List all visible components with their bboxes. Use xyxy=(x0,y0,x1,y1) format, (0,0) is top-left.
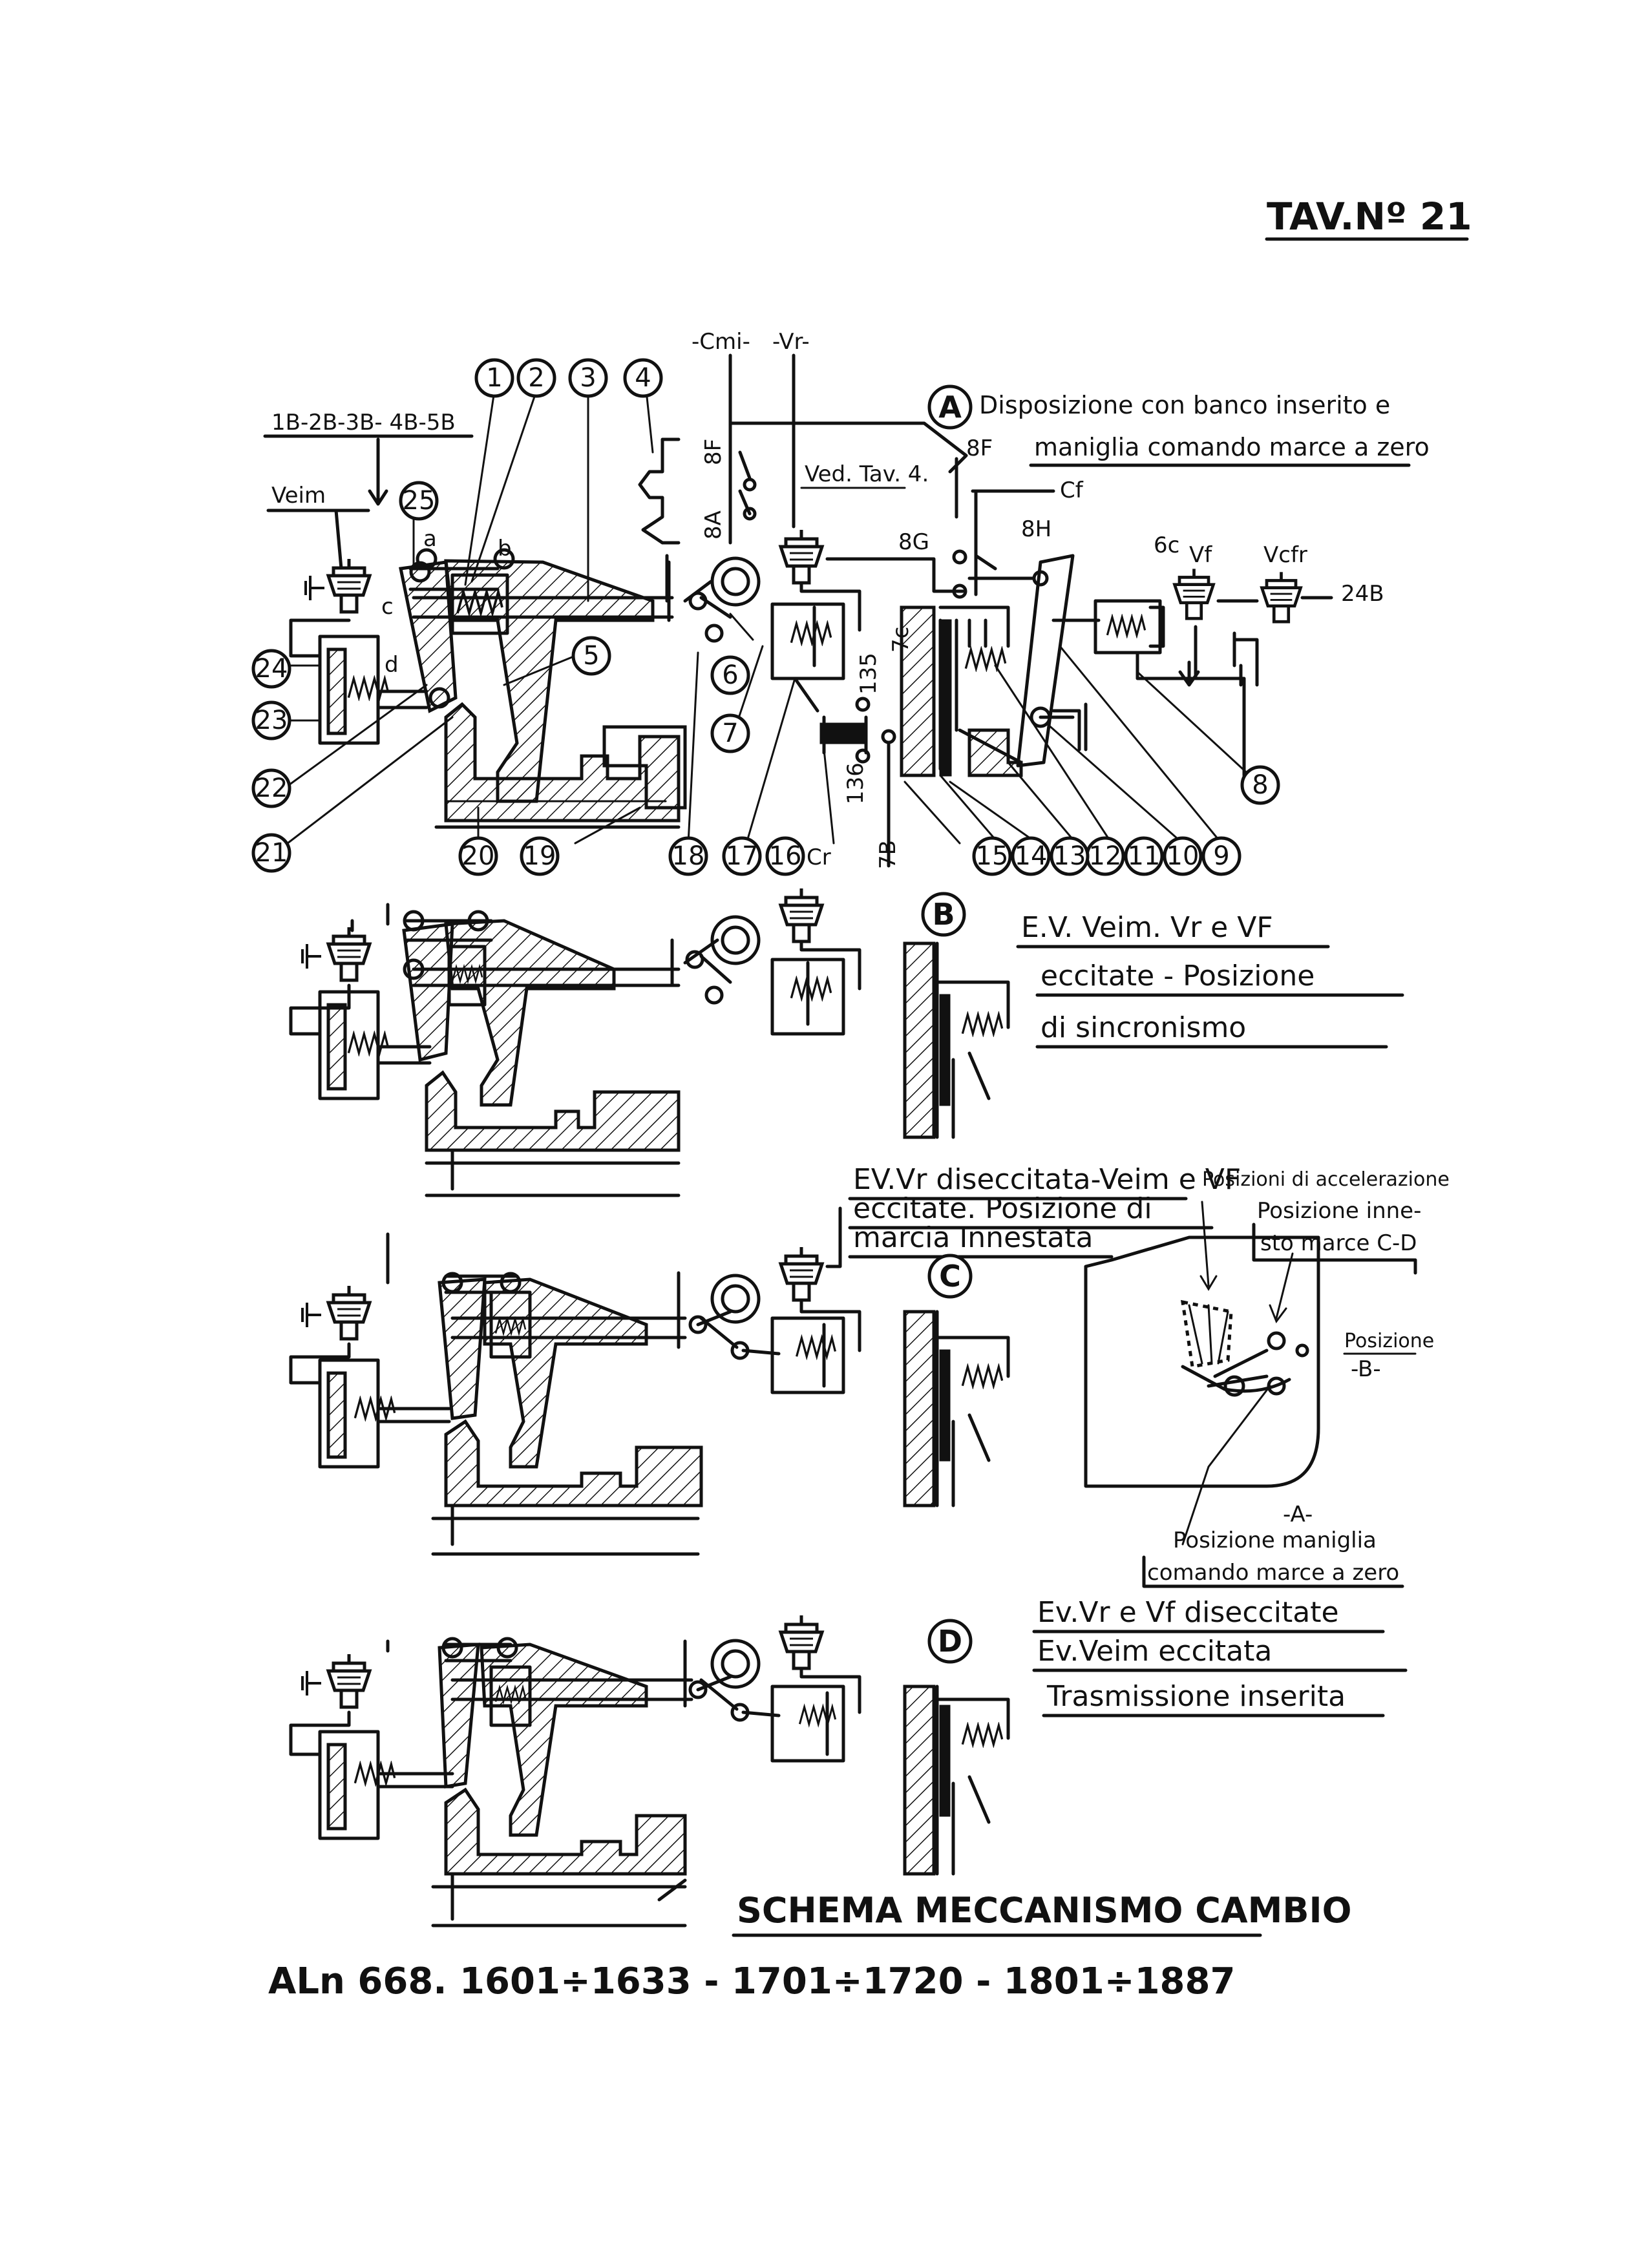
svg-text:8F: 8F xyxy=(966,436,993,461)
plate-number: TAV.Nº 21 xyxy=(1265,194,1472,241)
svg-text:21: 21 xyxy=(255,838,288,868)
svg-text:marcia Innestata: marcia Innestata xyxy=(853,1221,1093,1254)
svg-text:-Cmi-: -Cmi- xyxy=(692,329,750,355)
svg-text:2: 2 xyxy=(528,363,544,393)
svg-text:23: 23 xyxy=(255,706,288,735)
svg-text:Posizione inne-: Posizione inne- xyxy=(1257,1198,1421,1224)
svg-text:17: 17 xyxy=(726,841,759,871)
svg-text:7: 7 xyxy=(722,719,738,748)
svg-text:6: 6 xyxy=(722,660,738,690)
svg-text:c: c xyxy=(381,594,394,620)
svg-text:TAV.Nº 21: TAV.Nº 21 xyxy=(1267,194,1472,238)
svg-text:24: 24 xyxy=(255,654,288,684)
svg-text:3: 3 xyxy=(580,363,596,393)
svg-text:A: A xyxy=(938,390,962,425)
svg-text:5: 5 xyxy=(583,641,599,671)
svg-text:8F: 8F xyxy=(701,439,726,465)
svg-text:12: 12 xyxy=(1089,841,1122,871)
svg-text:D: D xyxy=(938,1624,962,1659)
view-d-mechanism xyxy=(289,1615,1010,1927)
svg-text:1: 1 xyxy=(486,363,502,393)
view-a-caption: A Disposizione con banco inserito e mani… xyxy=(927,384,1430,467)
svg-text:9: 9 xyxy=(1213,841,1229,871)
svg-text:Ev.Vr e Vf diseccitate: Ev.Vr e Vf diseccitate xyxy=(1037,1596,1339,1629)
model-line: ALn 668. 1601÷1633 - 1701÷1720 - 1801÷18… xyxy=(268,1960,1235,2002)
svg-text:eccitate. Posizione di: eccitate. Posizione di xyxy=(853,1192,1152,1225)
svg-text:8H: 8H xyxy=(1021,516,1051,542)
svg-text:Veim: Veim xyxy=(271,483,326,509)
svg-text:b: b xyxy=(498,536,512,562)
svg-text:136: 136 xyxy=(843,762,869,804)
svg-text:10: 10 xyxy=(1167,841,1199,871)
part-callouts: 1 2 3 4 5 6 7 8 9 10 11 12 13 14 15 16 1… xyxy=(251,358,1280,876)
svg-text:135: 135 xyxy=(856,653,882,695)
svg-text:SCHEMA MECCANISMO CAMBIO: SCHEMA MECCANISMO CAMBIO xyxy=(737,1890,1352,1931)
view-b-caption: B E.V. Veim. Vr e VF eccitate - Posizion… xyxy=(921,892,1404,1049)
gear-lever-detail: Posizioni di accelerazione Posizione inn… xyxy=(1084,1168,1450,1588)
svg-text:14: 14 xyxy=(1015,841,1048,871)
drawing-title: SCHEMA MECCANISMO CAMBIO xyxy=(732,1890,1352,1937)
svg-text:18: 18 xyxy=(672,841,705,871)
svg-text:Vcfr: Vcfr xyxy=(1263,542,1307,568)
svg-text:Cr: Cr xyxy=(807,845,831,870)
svg-text:di sincronismo: di sincronismo xyxy=(1041,1011,1246,1044)
view-c-caption: EV.Vr diseccitata-Veim e VF eccitate. Po… xyxy=(848,1163,1241,1299)
svg-text:Disposizione con banco inserit: Disposizione con banco inserito e xyxy=(979,391,1390,419)
svg-text:4: 4 xyxy=(635,363,651,393)
svg-text:Vf: Vf xyxy=(1189,542,1212,568)
svg-text:eccitate - Posizione: eccitate - Posizione xyxy=(1041,960,1315,992)
svg-text:1B-2B-3B- 4B-5B: 1B-2B-3B- 4B-5B xyxy=(271,410,456,436)
svg-text:maniglia comando marce a zero: maniglia comando marce a zero xyxy=(1034,433,1430,461)
view-c-mechanism xyxy=(289,1206,1010,1556)
svg-text:d: d xyxy=(385,652,399,678)
view-d-caption: D Ev.Vr e Vf diseccitate Ev.Veim eccitat… xyxy=(927,1596,1408,1717)
svg-text:sto marce C-D: sto marce C-D xyxy=(1260,1230,1417,1256)
svg-text:24B: 24B xyxy=(1341,581,1384,607)
svg-text:Posizioni di accelerazione: Posizioni di accelerazione xyxy=(1202,1168,1450,1191)
svg-text:Cf: Cf xyxy=(1060,478,1084,503)
svg-text:-A-: -A- xyxy=(1283,1502,1313,1528)
svg-text:22: 22 xyxy=(255,773,288,803)
svg-text:C: C xyxy=(939,1259,961,1294)
svg-text:20: 20 xyxy=(462,841,495,871)
svg-text:8G: 8G xyxy=(898,529,929,555)
svg-text:E.V. Veim. Vr e VF: E.V. Veim. Vr e VF xyxy=(1021,911,1273,944)
view-b-mechanism xyxy=(289,888,1010,1197)
svg-text:Ev.Veim eccitata: Ev.Veim eccitata xyxy=(1037,1635,1272,1668)
svg-text:13: 13 xyxy=(1053,841,1086,871)
svg-text:a: a xyxy=(423,526,437,552)
svg-text:Trasmissione inserita: Trasmissione inserita xyxy=(1046,1680,1346,1713)
svg-text:B: B xyxy=(932,897,955,932)
svg-text:Posizione maniglia: Posizione maniglia xyxy=(1173,1528,1377,1553)
svg-text:7B: 7B xyxy=(875,840,901,869)
svg-text:EV.Vr diseccitata-Veim e VF: EV.Vr diseccitata-Veim e VF xyxy=(853,1163,1241,1196)
svg-text:-Vr-: -Vr- xyxy=(772,329,810,355)
svg-text:Ved. Tav. 4.: Ved. Tav. 4. xyxy=(805,461,929,487)
svg-text:15: 15 xyxy=(976,841,1009,871)
svg-text:-B-: -B- xyxy=(1351,1356,1381,1382)
svg-text:8A: 8A xyxy=(701,510,726,540)
view-a-mechanism: 1B-2B-3B- 4B-5B Veim xyxy=(263,329,1384,869)
svg-text:Posizione: Posizione xyxy=(1344,1330,1434,1352)
svg-text:comando marce a zero: comando marce a zero xyxy=(1147,1560,1399,1586)
svg-text:6c: 6c xyxy=(1154,532,1179,558)
svg-text:ALn 668. 1601÷1633 - 1701÷1720: ALn 668. 1601÷1633 - 1701÷1720 - 1801÷18… xyxy=(268,1960,1235,2002)
svg-text:19: 19 xyxy=(523,841,556,871)
svg-text:8: 8 xyxy=(1252,770,1268,800)
svg-text:11: 11 xyxy=(1128,841,1161,871)
svg-text:16: 16 xyxy=(769,841,802,871)
svg-text:25: 25 xyxy=(403,486,436,516)
